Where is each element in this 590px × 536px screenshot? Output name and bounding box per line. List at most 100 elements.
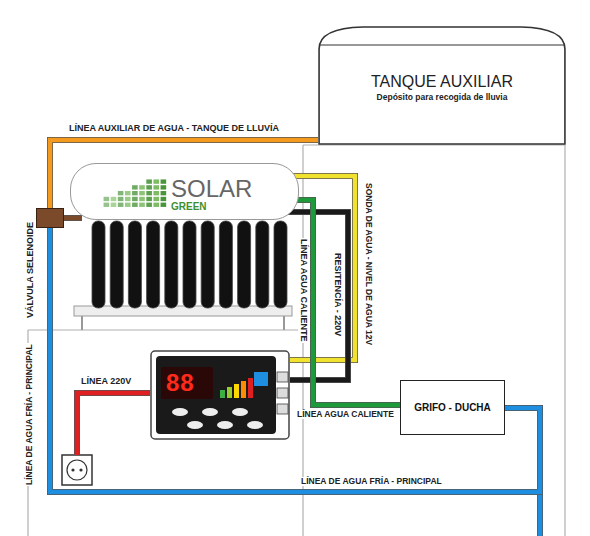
logo-square [139,197,145,201]
terminal [277,372,288,382]
logo-square [104,203,110,207]
platform-line [303,144,565,145]
heater-cable [287,212,348,380]
button [202,408,218,416]
logo-square [139,185,145,189]
logo-square [146,197,152,201]
connector-group [287,212,348,380]
line-label: RESITENCÍA - 220V [332,252,342,337]
button [172,408,188,416]
logo-square [153,179,159,183]
logo-square [132,203,138,207]
logo-square [146,203,152,207]
logo-square [118,197,124,201]
frame-leg [283,316,285,330]
pipe-outline [537,492,543,536]
logo-square [132,197,138,201]
connector-outline [50,228,540,492]
vacuum-tube [219,221,232,308]
power-socket [62,455,92,485]
logo-square [146,185,152,189]
level-bar [220,390,225,398]
rain-water-pipe [50,140,318,208]
line-label: SONDA DE AGUA - NIVEL DE AGUA 12V [364,182,373,346]
connector-group [287,200,400,405]
vacuum-tube [147,221,160,308]
node-title: 88 [166,370,195,396]
logo-square [146,191,152,195]
solenoid-valve: VÁLVULA SELENOIDE [36,208,64,228]
controller-case [151,351,289,439]
tank-outline [318,25,566,145]
rain-tank: TANQUE AUXILIAR Depósito para recogida de… [318,25,566,145]
vacuum-tube [92,221,105,308]
vacuum-tube [238,221,251,308]
connector-group [64,218,82,219]
level-bar [248,378,253,398]
power-wire [77,393,150,455]
logo-square [125,197,131,201]
connector-outline [287,176,355,360]
logo-square [161,191,167,195]
node-title: VÁLVULA SELENOIDE [26,221,36,319]
logo-square [161,185,167,189]
heater-frame [74,306,292,330]
vacuum-tube [183,221,196,308]
logo-square [153,197,159,201]
socket-pin [71,468,74,471]
wall-line [27,330,28,536]
logo-square [111,203,117,207]
logo-square [111,197,117,201]
connector-outline [50,140,318,208]
logo-square [153,191,159,195]
vacuum-tube [256,221,269,308]
node-title: GRIFO - DUCHA [414,402,491,413]
logo-square [132,191,138,195]
vacuum-tube [128,221,141,308]
roof-line [28,329,303,330]
level-bar [227,387,232,398]
tap-shower-box: GRIFO - DUCHA [400,380,505,435]
wire-outline [77,393,150,455]
tank-body [319,27,565,144]
connector-group [50,140,318,208]
display-window [161,367,213,399]
line-label: LÍNEA AGUA CALIENTE [298,238,308,343]
logo-square [161,179,167,183]
line-label: LÍNEA 220V [80,377,132,387]
logo-square [118,191,124,195]
terminal [277,388,288,398]
line-label: LÍNEA DE AGUA FRÍA - PRINCIPAL [300,477,443,486]
cold-water-pipe [538,492,543,536]
line-label: LÍNEA AUXILIAR DE AGUA - TANQUE DE LLUVÍ… [68,124,280,134]
connector-outline [64,215,82,221]
node-subtitle: GREEN [171,202,298,212]
socket-plate [62,455,92,485]
socket-ring [67,460,87,480]
vacuum-tube [274,221,287,308]
wall-line [302,145,303,536]
vacuum-tube [165,221,178,308]
logo-square [125,203,131,207]
logo-square [153,203,159,207]
connector-outline [287,212,348,380]
connector-outline [287,200,400,405]
logo-square [153,185,159,189]
logo-square [125,191,131,195]
wall-line [564,145,565,536]
connector-group [287,176,355,360]
logo-square [161,203,167,207]
node-subtitle: Depósito para recogida de lluvia [318,93,566,102]
socket-pin [79,468,82,471]
node-title: SOLAR [171,177,298,201]
logo-bars [71,164,298,219]
connector-group [50,228,540,492]
cold-water-pipe [50,228,540,492]
probe-cable [287,176,355,360]
hot-water-pipe [287,200,400,405]
frame-leg [81,316,83,330]
node-title: TANQUE AUXILIAR [318,73,566,91]
line-label: LÍNEA DE AGUA FRÍA - PRINCIPAL [25,343,34,486]
valve-pipe [64,216,82,221]
